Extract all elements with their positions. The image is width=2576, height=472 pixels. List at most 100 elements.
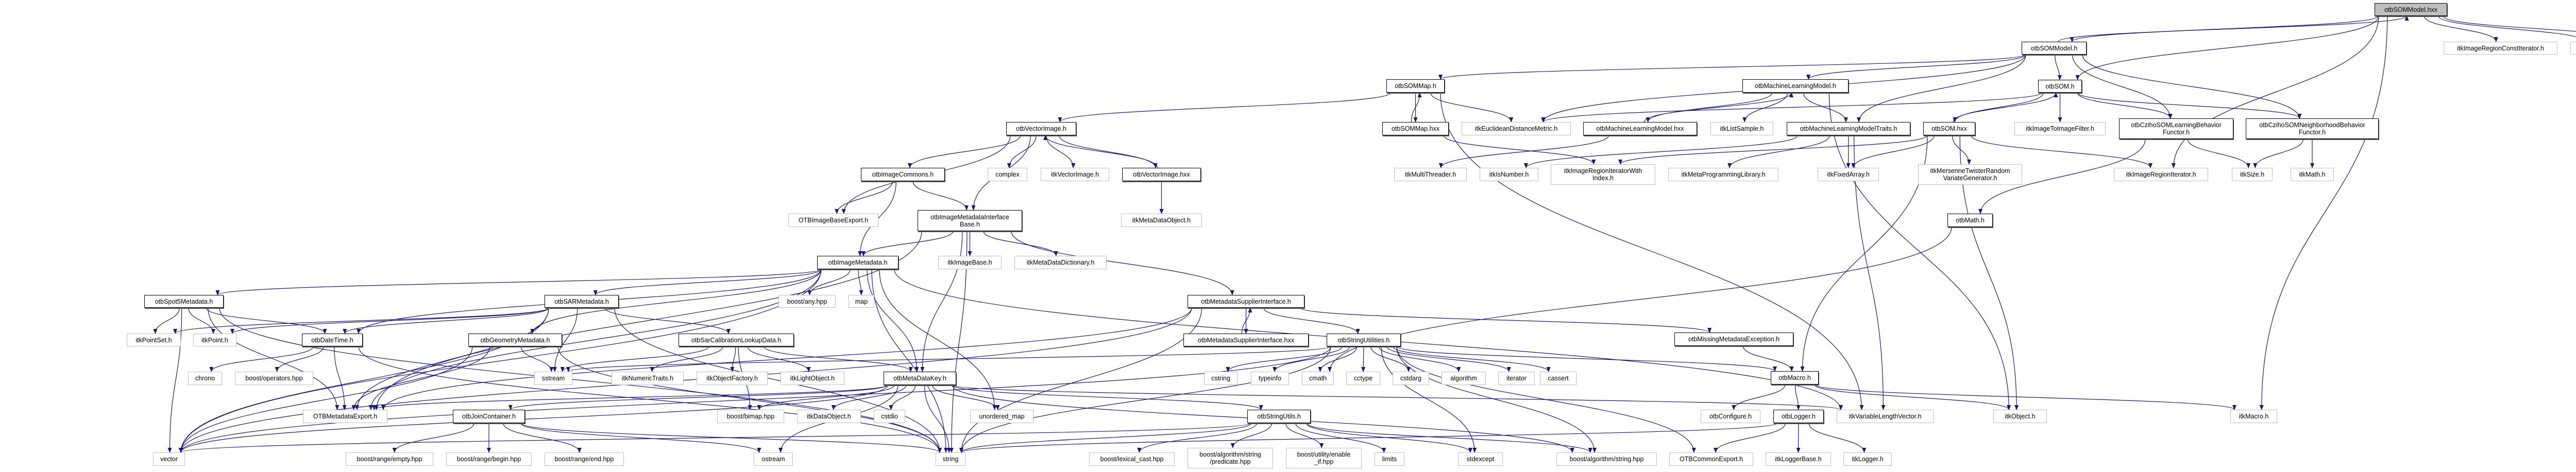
edge-otbsommodel-hxx-to-itkimageregionconstiterator-h [2424,15,2498,42]
edge-otbstringutilities-h-to-sstream [566,346,1331,372]
edge-otbstringutilities-h-to-otbmacro-h [1396,346,1777,372]
node-label: itkEuclideanDistanceMetric.h [1475,125,1558,132]
node-label: boost/range/empty.hpp [357,456,422,463]
node-label: boost/operators.hpp [245,375,303,382]
node-label: itkImageRegionIterator.h [2126,171,2196,178]
edge-otbmetadatasupplierinterface-hxx-to-otbmetadatasupplierinterface-h [1241,307,1252,334]
node-otbspot5metadata-h[interactable]: otbSpot5Metadata.h [144,295,224,308]
edge-otbvectorimage-h-to-otbvectorimage-hxx [1059,135,1158,168]
edge-otbczihosomlearningbehaviorfunctor-h-to-itksize-h [2187,138,2251,168]
node-label: itkPointSet.h [135,336,172,344]
node-boost-operators-hpp: boost/operators.hpp [235,372,313,385]
node-chrono: chrono [188,372,222,385]
edge-otbsarmetadata-h-to-otbmetadataexport-h [354,307,549,410]
node-otbmachinelearningmodel-h[interactable]: otbMachineLearningModel.h [1742,79,1849,93]
edge-otbvectorimage-h-to-complex [1007,135,1037,168]
node-label: ostream [761,456,785,463]
node-otblogger-h[interactable]: otbLogger.h [1773,410,1824,423]
node-label: boost/any.hpp [787,298,827,305]
edge-otbsarmetadata-h-to-otbsarcalibrationlookupdata-h [604,307,731,334]
edge-otbspot5metadata-h-to-itkpointset-h [153,307,180,334]
edge-otbimagemetadata-h-to-map [858,269,863,295]
node-otbdatetime-h[interactable]: otbDateTime.h [302,334,363,346]
node-otbsommap-hxx[interactable]: otbSOMMap.hxx [1382,122,1449,135]
node-otbmissingmetadataexception-h[interactable]: otbMissingMetadataException.h [1674,333,1793,346]
node-otbsommodel-hxx[interactable]: otbSOMModel.hxx [2375,3,2447,16]
node-otbmetadatakey-h[interactable]: otbMetaDataKey.h [884,372,956,385]
node-otbmacro-h[interactable]: otbMacro.h [1771,371,1819,384]
edge-otbsommodel-hxx-to-itkimageregioniterator-h [2171,15,2379,168]
edge-otbstringutils-h-to-limits [1295,423,1386,453]
node-label: complex [995,171,1020,178]
edge-otbmachinelearningmodel-h-to-otbmachinelearningmodel-hxx [1646,92,1773,123]
node-label: otbImageMetadataInterface [930,213,1009,221]
edge-otbgeometrymetadata-h-to-vector [179,346,473,453]
node-itkimageregioniterator-h: itkImageRegionIterator.h [2114,168,2208,181]
edge-otbsommodel-h-to-otbmachinelearningmodeltraits-h [1856,54,2026,123]
edge-otbmissingmetadataexception-h-to-otbmacro-h [1742,345,1794,372]
node-otbjoincontainer-h[interactable]: otbJoinContainer.h [453,410,525,423]
node-otbimagecommons-h[interactable]: otbImageCommons.h [861,168,945,181]
edge-otbmacro-h-to-otblogger-h [1795,384,1801,410]
node-label: Base.h [960,220,980,228]
node-itknumerictraits-h: itkNumericTraits.h [612,372,684,385]
node-otbmath-h[interactable]: otbMath.h [1947,214,1993,227]
node-otbimagemetadata-h[interactable]: otbImageMetadata.h [817,256,899,269]
node-otbvectorimage-hxx[interactable]: otbVectorImage.hxx [1122,168,1201,181]
node-label: otbCzihoSOMLearningBehavior [2131,121,2222,129]
node-otbmachinelearningmodel-hxx[interactable]: otbMachineLearningModel.hxx [1583,122,1697,135]
edge-otbspot5metadata-h-to-itkpoint-h [188,307,215,334]
edge-otbsom-hxx-to-itkmersennetwisterrandomvariategenerator-h [1952,135,1971,165]
node-otbstringutilities-h[interactable]: otbStringUtilities.h [1327,334,1401,346]
node-label: /predicate.hpp [1210,458,1251,465]
edge-otbimagemetadata-h-to-otbsarmetadata-h [593,269,822,295]
node-otbcommonexport-h: OTBCommonExport.h [1669,452,1753,466]
edge-otbmetadatakey-h-to-vector [179,384,888,453]
node-label: stdexcept [1466,456,1495,463]
edge-otbmetadatakey-h-to-boost-bimap-hpp [757,384,895,410]
node-otbmetadatasupplierinterface-h[interactable]: otbMetadataSupplierInterface.h [1188,295,1304,308]
node-label: algorithm [1450,375,1477,382]
node-label: Index.h [1592,174,1614,182]
node-otbsarmetadata-h[interactable]: otbSARMetadata.h [545,295,619,308]
node-otbsom-h[interactable]: otbSOM.h [2038,80,2082,93]
node-otbstringutils-h[interactable]: otbStringUtils.h [1247,410,1311,423]
node-label: itkMultiThreader.h [1404,171,1456,178]
node-label: otbSarCalibrationLookupData.h [691,336,782,344]
edge-otbimagemetadatainterfacebase-h-to-string [949,231,968,453]
node-otbmetadatasupplierinterface-hxx[interactable]: otbMetadataSupplierInterface.hxx [1183,334,1309,346]
edge-otbsarmetadata-h-to-string [614,307,942,453]
edge-otbsommap-hxx-to-itkimageregioniteratorwithindex-h [1443,135,1596,165]
node-otbvectorimage-h[interactable]: otbVectorImage.h [1006,122,1076,135]
edge-otbsarmetadata-h-to-sstream [552,307,578,372]
node-otbsarcalibrationlookupdata-h[interactable]: otbSarCalibrationLookupData.h [679,334,794,346]
node-label: otbSOM.h [2045,82,2075,90]
node-cstdio: cstdio [874,410,905,423]
edge-otbstringutilities-h-to-string [959,346,1331,453]
node-boost-algorithm-string-hpp: boost/algorithm/string.hpp [1556,452,1657,466]
node-itkeuclideandistancemetric-h: itkEuclideanDistanceMetric.h [1462,122,1571,135]
node-label: otbSOM.hxx [1931,125,1967,132]
edge-otbjoincontainer-h-to-ostream [520,423,761,453]
edge-otbstringutilities-h-to-cstdarg [1370,346,1411,372]
edge-otbdatetime-h-to-chrono [209,346,314,372]
node-otbmachinelearningmodeltraits-h[interactable]: otbMachineLearningModelTraits.h [1787,122,1910,135]
node-otbsom-hxx[interactable]: otbSOM.hxx [1923,122,1975,135]
edge-otbsom-hxx-to-itkimageregioniteratorwithindex-h [1618,135,1928,165]
edge-otbsommodel-h-to-otbsommodel-hxx [2058,15,2409,42]
node-itkmetadataobject-h: itkMetaDataObject.h [1121,214,1202,227]
node-itkmath-h: itkMath.h [2291,168,2334,181]
node-otbsommodel-h[interactable]: otbSOMModel.h [2022,42,2087,55]
node-otbgeometrymetadata-h[interactable]: otbGeometryMetadata.h [468,334,562,346]
edge-otbstringutilities-h-to-boost-algorithm-string-hpp [1396,346,1597,453]
node-otbsommap-h[interactable]: otbSOMMap.h [1386,79,1445,93]
edge-otbstringutils-h-to-string [959,423,1252,453]
node-label: otbMath.h [1956,217,1985,224]
edge-otbsommodel-h-to-otbsommap-h [1438,54,2026,80]
node-itkvariablelengthvector-h: itkVariableLengthVector.h [1837,410,1934,423]
edge-otbstringutilities-h-to-cctype [1361,346,1366,372]
